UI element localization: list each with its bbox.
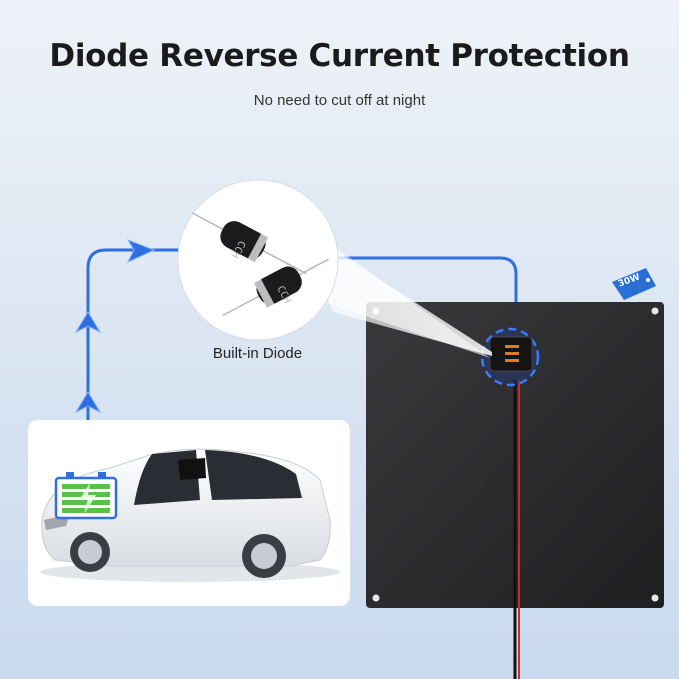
panel-cables xyxy=(513,380,520,679)
diode-label: Built-in Diode xyxy=(212,345,303,362)
page-subtitle: No need to cut off at night xyxy=(253,92,426,109)
power-badge xyxy=(612,268,656,300)
lightning-icon xyxy=(80,483,96,514)
arrow-right-icon xyxy=(126,239,156,264)
junction-box xyxy=(480,327,540,387)
page-title: Diode Reverse Current Protection xyxy=(49,38,630,74)
arrow-up-icon xyxy=(74,311,102,334)
diode-callout: CCH CCH xyxy=(177,179,339,341)
current-flow-line xyxy=(86,248,518,470)
arrow-up-icon xyxy=(74,391,102,414)
